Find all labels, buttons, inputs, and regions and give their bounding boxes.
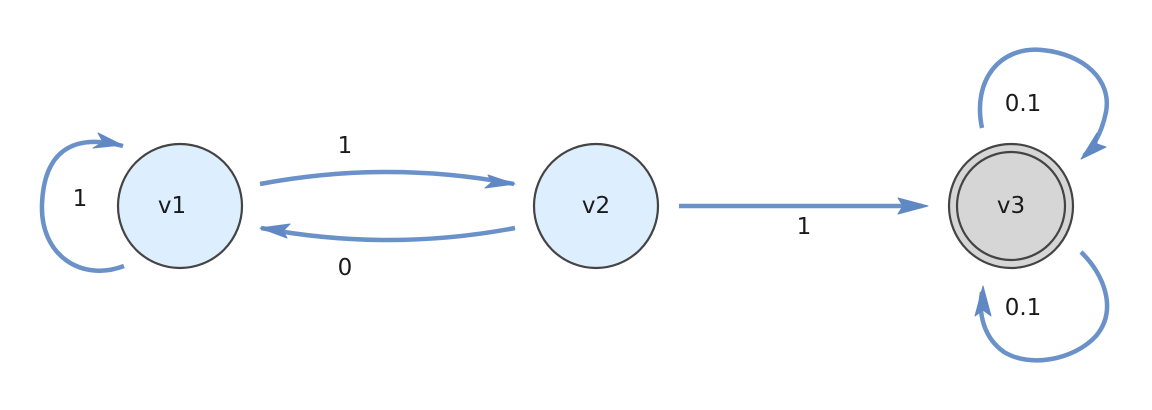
edge-v3-v3-bottom: 0.1 — [974, 250, 1110, 363]
edge-label: 1 — [73, 186, 88, 212]
edge-line — [39, 139, 125, 273]
node-v1[interactable]: v1 — [116, 142, 244, 270]
edge-label: 1 — [338, 133, 353, 159]
edge-v3-v3-top: 0.1 — [977, 47, 1110, 160]
edge-line — [260, 225, 516, 243]
arrowhead — [897, 197, 929, 215]
edge-label: 0.1 — [1005, 91, 1042, 117]
edge-v2-v1: 0 — [259, 223, 516, 281]
edge-label: 1 — [797, 214, 812, 240]
edge-line — [977, 47, 1110, 158]
edge-label: 0 — [338, 255, 353, 281]
node-label: v1 — [158, 193, 186, 219]
edge-label: 0.1 — [1005, 295, 1042, 321]
edge-v1-v2: 1 — [259, 133, 516, 189]
accepting-state-ring — [955, 150, 1067, 262]
edge-v2-v3: 1 — [679, 197, 929, 240]
node-circle — [532, 142, 660, 270]
node-circle — [116, 142, 244, 270]
edge-line — [259, 169, 515, 187]
node-outer-circle — [947, 142, 1075, 270]
node-v2[interactable]: v2 — [532, 142, 660, 270]
edges: 1 1 0 1 0.1 0.1 — [39, 47, 1110, 363]
arrowhead — [484, 174, 516, 189]
node-label: v2 — [582, 193, 610, 219]
arrowhead — [259, 223, 291, 239]
edge-v1-v1: 1 — [39, 132, 125, 273]
node-label: v3 — [997, 193, 1025, 219]
node-v3[interactable]: v3 — [947, 142, 1075, 270]
edge-line — [978, 250, 1110, 363]
arrowhead — [92, 132, 123, 149]
nodes: v1 v2 v3 — [116, 142, 1075, 270]
arrowhead — [974, 285, 992, 317]
arrowhead — [1080, 132, 1107, 160]
